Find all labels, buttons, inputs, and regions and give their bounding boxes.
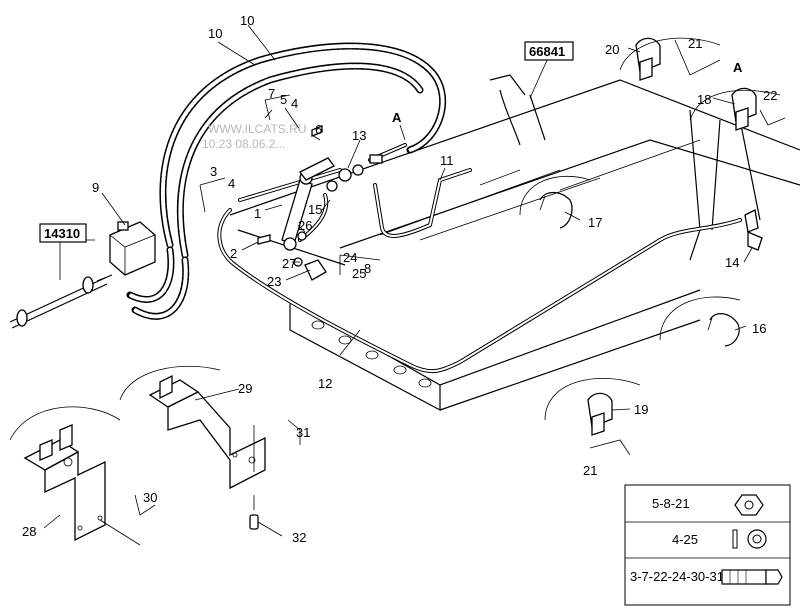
part-label-26: 26 (298, 218, 312, 233)
part-label-13: 13 (352, 128, 366, 143)
valve-block-9 (109, 221, 156, 276)
clamp-19 (587, 392, 613, 436)
ref-box-14310-label: 14310 (44, 226, 80, 241)
watermark-line1: WWW.ILCATS.RU (208, 122, 306, 136)
washer-icon (732, 529, 767, 549)
part-label-18: 18 (697, 92, 711, 107)
bracket-28 (23, 424, 106, 542)
part-label-10b: 10 (240, 13, 254, 28)
hex-nut-icon (734, 494, 764, 516)
part-label-3: 3 (210, 164, 217, 179)
part-label-20: 20 (605, 42, 619, 57)
clamp-20 (635, 37, 661, 81)
part-label-19: 19 (634, 402, 648, 417)
hose-10-pair (126, 42, 447, 320)
part-label-1: 1 (254, 206, 261, 221)
legend-row-1-label: 5-8-21 (652, 496, 690, 511)
part-label-23: 23 (267, 274, 281, 289)
part-label-7: 7 (268, 86, 275, 101)
view-marker-a-left: A (392, 110, 402, 125)
part-label-30: 30 (143, 490, 157, 505)
part-label-21a: 21 (688, 36, 702, 51)
part-label-28: 28 (22, 524, 36, 539)
part-label-10a: 10 (208, 26, 222, 41)
part-label-4b: 4 (291, 96, 298, 111)
frame-body (229, 74, 800, 411)
fastener-legend: 5-8-21 4-25 3-7-22-24-30-31 (624, 484, 791, 606)
cylinder-1 (281, 157, 335, 251)
ref-box-14310: 14310 (39, 223, 87, 243)
detail-arcs (9, 37, 781, 441)
part-label-17: 17 (588, 215, 602, 230)
part-label-14: 14 (725, 255, 739, 270)
leader-lines (43, 24, 786, 537)
part-label-24: 24 (343, 250, 357, 265)
part-label-27: 27 (282, 256, 296, 271)
ref-box-66841: 66841 (524, 41, 574, 61)
bolt-30 (99, 519, 141, 546)
part-label-4a: 4 (228, 176, 235, 191)
part-label-15: 15 (308, 202, 322, 217)
pipe-12-loop (217, 168, 742, 374)
bracket-29 (148, 374, 266, 490)
fittings-13 (326, 154, 383, 192)
part-label-31: 31 (296, 425, 310, 440)
part-labels: 1 2 3 4 4 5 6 7 8 9 10 10 11 12 13 14 15… (22, 13, 777, 545)
bolt-icon (721, 569, 783, 585)
ref-box-66841-label: 66841 (529, 44, 565, 59)
part-label-8: 8 (364, 261, 371, 276)
part-label-5: 5 (280, 92, 287, 107)
clamp-16 (707, 313, 740, 347)
part-label-2: 2 (230, 246, 237, 261)
part-label-25: 25 (352, 266, 366, 281)
legend-row-3-label: 3-7-22-24-30-31 (630, 569, 724, 584)
pin-32 (249, 495, 259, 530)
part-label-16: 16 (752, 321, 766, 336)
legend-row-2-label: 4-25 (672, 532, 698, 547)
clamp-18 (731, 87, 757, 131)
fitting-14 (744, 209, 763, 251)
part-label-32: 32 (292, 530, 306, 545)
part-label-12: 12 (318, 376, 332, 391)
part-label-9: 9 (92, 180, 99, 195)
part-label-29: 29 (238, 381, 252, 396)
part-label-6: 6 (315, 122, 322, 137)
small-parts (257, 125, 327, 281)
part-label-11: 11 (440, 153, 454, 168)
view-marker-a-right: A (733, 60, 743, 75)
rod-assembly (9, 274, 113, 329)
clamp-17 (539, 191, 573, 229)
part-label-22: 22 (763, 88, 777, 103)
watermark-line2: 10:23 08.06.2... (202, 137, 285, 151)
part-label-21b: 21 (583, 463, 597, 478)
